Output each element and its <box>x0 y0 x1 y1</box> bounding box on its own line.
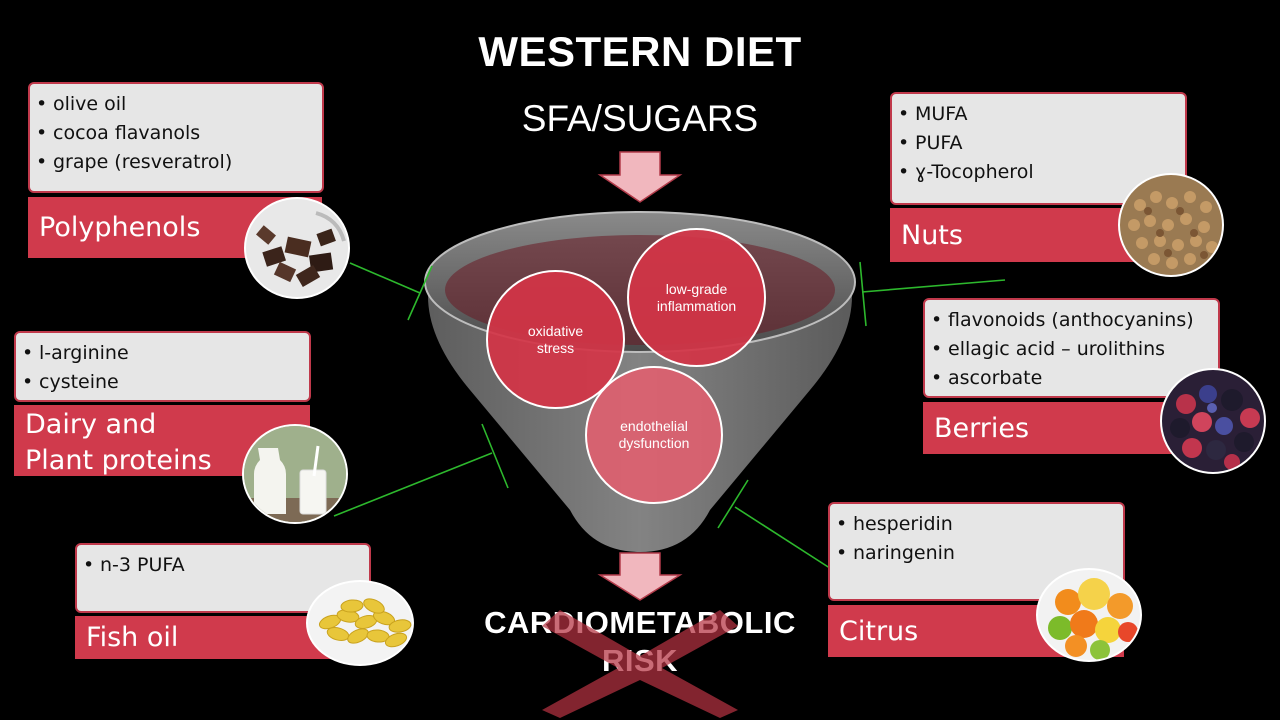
berries-photo <box>1160 368 1266 474</box>
down-arrow-icon <box>597 151 683 203</box>
list-item: n-3 PUFA <box>83 551 369 580</box>
circle-text: endothelial <box>620 418 688 434</box>
mixed-nuts-photo <box>1118 173 1224 277</box>
list-item: cysteine <box>22 368 309 397</box>
circle-text: stress <box>536 339 575 356</box>
list-item: PUFA <box>898 129 1185 158</box>
list-item: flavonoids (anthocyanins) <box>931 306 1218 335</box>
circle-text: oxidative <box>527 322 584 339</box>
fish-oil-capsules-photo <box>306 580 414 666</box>
cross-out-icon <box>542 610 738 718</box>
list-item: l-arginine <box>22 339 309 368</box>
list-item: cocoa flavanols <box>36 119 322 148</box>
down-arrow-icon <box>597 552 683 601</box>
list-item: naringenin <box>836 539 1123 568</box>
dairy-sources-box: l-arginine cysteine <box>14 331 311 402</box>
list-item: olive oil <box>36 90 322 119</box>
circle-text: inflammation <box>656 297 737 314</box>
diagram-title: WESTERN DIET <box>478 28 802 75</box>
citrus-fruits-photo <box>1036 568 1142 662</box>
label-line: Dairy and <box>25 409 157 440</box>
polyphenols-sources-box: olive oil cocoa flavanols grape (resvera… <box>28 82 324 193</box>
list-item: ellagic acid – urolithins <box>931 335 1218 364</box>
list-item: ascorbate <box>931 364 1218 393</box>
diagram-subtitle: SFA/SUGARS <box>521 98 759 139</box>
label-line: Plant proteins <box>25 445 212 476</box>
list-item: grape (resveratrol) <box>36 148 322 177</box>
circle-text: dysfunction <box>618 435 690 451</box>
list-item: ɣ-Tocopherol <box>898 158 1185 187</box>
list-item: MUFA <box>898 100 1185 129</box>
milk-glass-photo <box>242 424 348 524</box>
dark-chocolate-photo <box>244 197 350 299</box>
circle-text: low-grade <box>665 280 728 297</box>
list-item: hesperidin <box>836 510 1123 539</box>
inhibitor-lines <box>333 261 1006 573</box>
outcome-line1: CARDIOMETABOLIC <box>484 605 796 640</box>
berries-sources-box: flavonoids (anthocyanins) ellagic acid –… <box>923 298 1220 398</box>
